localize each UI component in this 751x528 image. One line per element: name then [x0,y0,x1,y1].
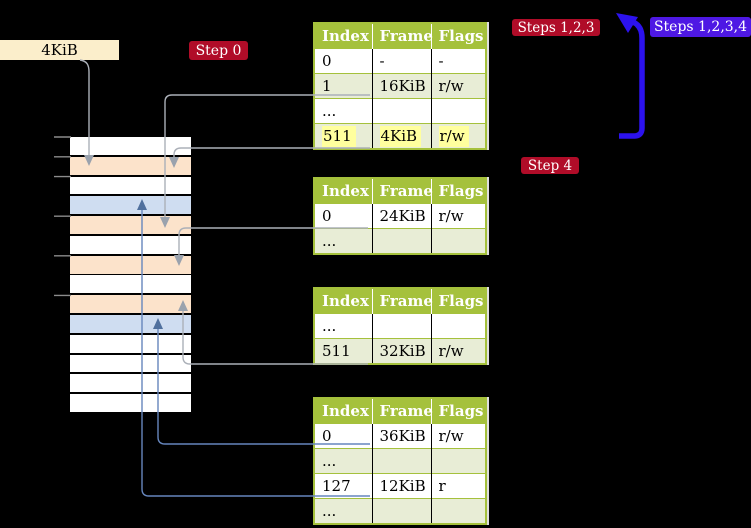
table-row: ... [315,98,485,124]
table-cell: - [431,48,485,74]
memory-frame-row-13-white [70,374,191,393]
table-cell: ... [315,228,373,253]
table-cell [372,98,432,124]
table-cell [372,228,432,253]
column-header: Frame [372,289,433,314]
table-cell: 127 [315,473,373,499]
table-cell: 12KiB [372,473,432,499]
table-cell [431,313,485,339]
table-cell: ... [315,313,373,339]
table-cell: 0 [315,203,373,229]
memory-frame-row-10-blue [70,315,191,333]
table-cell: 32KiB [372,338,432,363]
memory-frame-row-9-peach [70,295,191,314]
table-cell: - [372,48,432,74]
table-cell [372,498,432,523]
table-cell [431,498,485,523]
table-cell: r/w [431,203,485,229]
memory-tick-marks [54,136,71,297]
column-header: Index [315,399,373,424]
table-cell: r/w [431,73,485,99]
table-cell: 24KiB [372,203,432,229]
table-cell [431,98,485,124]
table-cell: ... [315,498,373,523]
memory-frame-row-8-white [70,275,191,294]
column-header: Frame [372,179,433,204]
table-cell: 0 [315,48,373,74]
memory-frame-row-4-blue [70,196,191,215]
memory-frame-row-5-peach [70,216,191,234]
table-cell: r/w [431,423,485,449]
column-header: Flags [431,179,485,204]
column-header: Index [315,24,373,49]
table-cell [372,313,432,339]
table-cell: 16KiB [372,73,432,99]
table-row: ... [315,448,485,474]
table-cell: 0 [315,423,373,449]
memory-frame-row-12-white [70,354,191,373]
column-header: Flags [431,289,485,314]
badge-steps-1-2-3: Steps 1,2,3 [512,19,600,36]
table-cell: 1 [315,73,373,99]
table-cell: ... [315,448,373,474]
memory-frame-row-14-white [70,394,191,413]
badge-step-0: Step 0 [189,41,248,60]
column-header: Index [315,289,373,314]
frame-size-label: 4KiB [0,40,119,60]
table-cell [431,228,485,253]
memory-frame-row-11-white [70,334,191,353]
table-row: ... [315,313,485,339]
table-row: 0-- [315,48,485,74]
table-row: ... [315,498,485,523]
table-cell: ... [315,98,373,124]
memory-frame-row-1-white [70,137,191,155]
memory-frame-row-2-peach [70,156,191,175]
column-header: Index [315,179,373,204]
table-row: ... [315,228,485,253]
memory-frame-row-3-white [70,176,191,195]
badge-steps-1-2-3-4: Steps 1,2,3,4 [650,17,751,37]
column-header: Frame [372,24,433,49]
column-header: Flags [431,399,485,424]
column-header: Frame [372,399,433,424]
memory-frame-row-6-white [70,235,191,254]
steps-loop-arrowhead [616,13,638,33]
table-cell: r/w [431,123,485,148]
table-cell: r [431,473,485,499]
table-cell: 511 [315,338,373,363]
table-cell: 511 [315,123,373,148]
table-cell: r/w [431,338,485,363]
badge-step-4: Step 4 [521,157,579,174]
table-cell [431,448,485,474]
table-cell: 4KiB [372,123,432,148]
table-cell [372,448,432,474]
column-header: Flags [431,24,485,49]
table-cell: 36KiB [372,423,432,449]
steps-loop-arrow [616,13,645,139]
memory-frame-row-7-peach [70,255,191,274]
